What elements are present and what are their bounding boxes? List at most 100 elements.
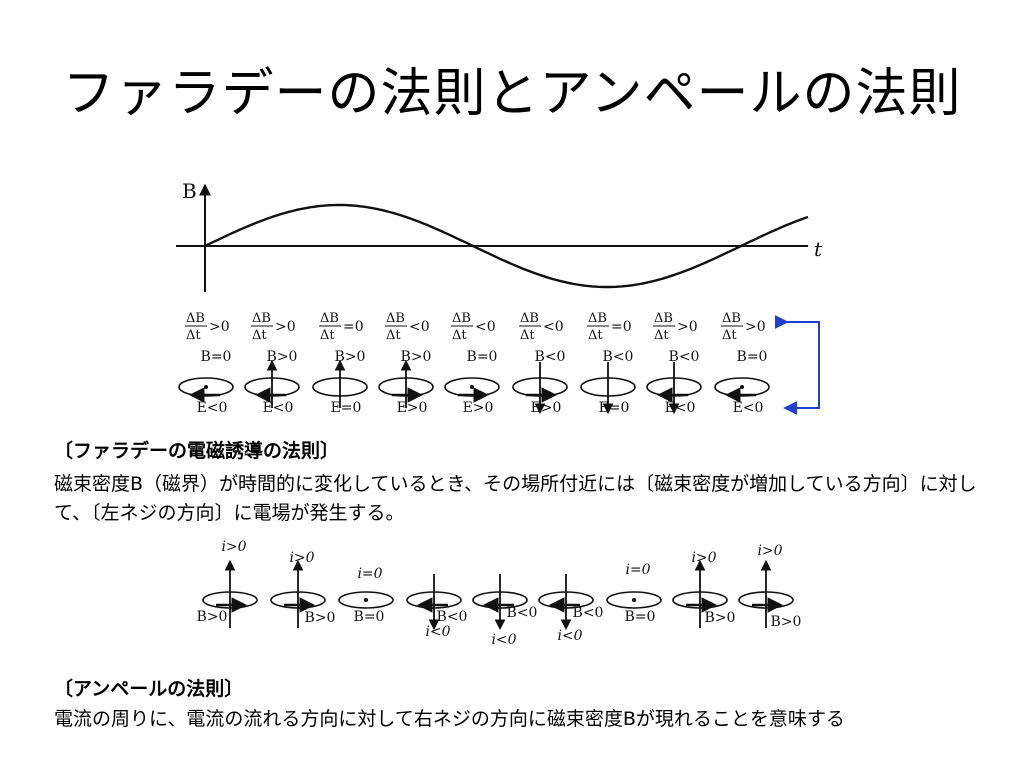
current-loop [406,574,462,631]
derivative-sign: >0 [275,319,296,335]
current-loop [338,591,394,609]
ampere-b-label: B>0 [705,610,736,626]
faraday-b-label: B=0 [737,349,768,365]
faraday-e-label: E>0 [397,400,428,416]
derivative-denominator: Δt [252,328,267,343]
derivative-numerator: ΔB [588,311,607,326]
derivative-sign: <0 [409,319,430,335]
derivative-numerator: ΔB [252,311,271,326]
faraday-heading: 〔ファラデーの電磁誘導の法則〕 [54,440,340,462]
ampere-heading: 〔アンペールの法則〕 [54,678,244,700]
wave-plot: B t [176,179,823,292]
derivative-numerator: ΔB [386,311,405,326]
current-label: i<0 [425,624,450,640]
current-dot [364,598,368,602]
field-loop [512,362,568,415]
field-loop [580,362,636,415]
current-label: i>0 [691,550,716,566]
derivative-denominator: Δt [588,328,603,343]
faraday-description: 磁束密度B（磁界）が時間的に変化しているとき、その場所付近には〔磁束密度が増加し… [54,473,977,524]
faraday-loop-row [178,359,770,415]
derivative-numerator: ΔB [186,311,205,326]
field-loop [178,377,234,403]
field-loop [244,359,300,408]
current-label: i=0 [625,562,650,578]
slide-title: ファラデーの法則とアンペールの法則 [62,64,962,124]
faraday-e-label: E=0 [599,400,630,416]
derivative-row: ΔB Δt >0 ΔB Δt >0 ΔB Δt =0 ΔB Δt <0 ΔB Δt <0 ΔB Δt <0 ΔB Δt… [185,311,766,343]
derivative-denominator: Δt [722,328,737,343]
field-loop [444,377,500,403]
derivative-numerator: ΔB [654,311,673,326]
derivative-numerator: ΔB [520,311,539,326]
current-label: i<0 [557,628,582,644]
faraday-e-label: E<0 [733,400,764,416]
current-loop [672,559,728,628]
field-loop [714,377,770,403]
ampere-b-label: B=0 [625,609,656,625]
derivative-label: ΔB Δt >0 [251,311,296,343]
faraday-b-label: B=0 [201,349,232,365]
cycle-return-arrow [774,315,820,415]
derivative-sign: >0 [209,319,230,335]
ampere-b-label: B>0 [771,614,802,630]
derivative-sign: <0 [475,319,496,335]
current-label: i>0 [757,543,782,559]
derivative-label: ΔB Δt =0 [319,311,364,343]
derivative-numerator: ΔB [452,311,471,326]
derivative-denominator: Δt [386,328,401,343]
field-loop [646,362,702,415]
derivative-denominator: Δt [520,328,535,343]
faraday-e-label: E>0 [531,400,562,416]
faraday-e-label: E>0 [463,400,494,416]
faraday-e-label: E<0 [263,400,294,416]
faraday-b-label: B=0 [467,349,498,365]
ampere-description: 電流の周りに、電流の流れる方向に対して右ネジの方向に磁束密度Bが現れることを意味… [54,708,845,730]
current-label: i=0 [357,566,382,582]
faraday-e-label-row: E<0 E<0 E=0 E>0 E>0 E>0 E=0 E<0 E<0 [197,400,764,416]
ampere-b-label: B=0 [354,609,385,625]
faraday-e-label: E<0 [197,400,228,416]
field-loop [312,359,368,408]
ampere-b-label: B<0 [507,605,538,621]
derivative-label: ΔB Δt >0 [185,311,230,343]
current-label: i<0 [491,632,516,648]
ampere-b-label: B<0 [437,609,468,625]
current-label: i>0 [289,550,314,566]
derivative-denominator: Δt [320,328,335,343]
ampere-loop-row [202,559,794,631]
loop-ellipse [338,591,394,609]
faraday-e-label: E=0 [331,400,362,416]
field-loop [378,359,434,408]
derivative-numerator: ΔB [320,311,339,326]
derivative-denominator: Δt [452,328,467,343]
derivative-label: ΔB Δt <0 [451,311,496,343]
b-dot [204,385,208,389]
ampere-b-label: B<0 [573,605,604,621]
faraday-b-label: B<0 [669,349,700,365]
derivative-numerator: ΔB [722,311,741,326]
current-loop [738,559,794,628]
b-dot [740,385,744,389]
derivative-label: ΔB Δt <0 [385,311,430,343]
current-loop [202,559,258,628]
derivative-label: ΔB Δt <0 [519,311,564,343]
current-loop [538,574,594,631]
x-axis-label: t [814,237,823,261]
derivative-sign: <0 [543,319,564,335]
faraday-e-label: E<0 [665,400,696,416]
current-loop [270,559,326,628]
derivative-denominator: Δt [186,328,201,343]
derivative-denominator: Δt [654,328,669,343]
loop-ellipse [606,591,662,609]
current-dot [632,598,636,602]
derivative-sign: =0 [343,319,364,335]
current-loop [606,591,662,609]
